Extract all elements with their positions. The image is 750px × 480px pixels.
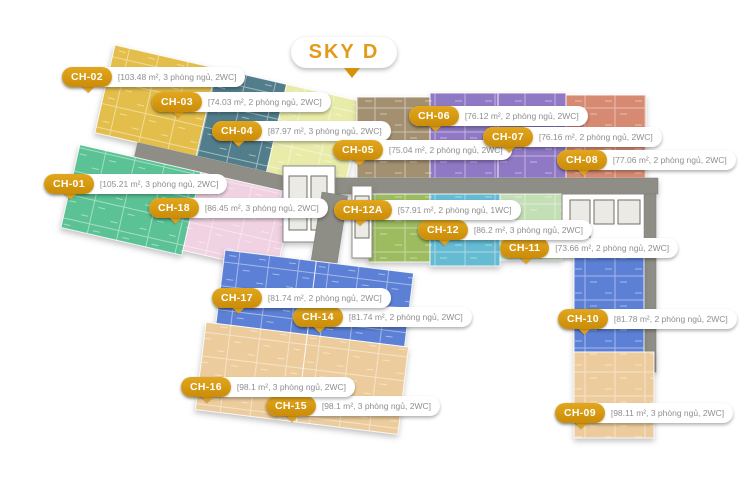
unit-label-CH-16[interactable]: CH-16 [98.1 m², 3 phòng ngủ, 2WC] [181,377,355,403]
unit-badge[interactable]: CH-05 [333,140,383,160]
unit-label-CH-02[interactable]: CH-02 [103.48 m², 3 phòng ngủ, 2WC] [62,67,246,93]
unit-info: [103.48 m², 3 phòng ngủ, 2WC] [117,72,237,82]
unit-shape-CH-01[interactable] [60,144,202,256]
unit-badge[interactable]: CH-16 [181,377,231,397]
unit-badge[interactable]: CH-04 [212,121,262,141]
unit-badge[interactable]: CH-14 [293,307,343,327]
unit-label-CH-17[interactable]: CH-17 [81.74 m², 2 phòng ngủ, 2WC] [212,288,391,314]
unit-shape-CH-10[interactable] [573,255,645,353]
unit-info: [81.74 m², 2 phòng ngủ, 2WC] [348,312,463,322]
unit-label-CH-05[interactable]: CH-05 [75.04 m², 2 phòng ngủ, 2WC] [333,140,512,166]
corridor-main [287,177,659,195]
unit-info: [77.06 m², 2 phòng ngủ, 2WC] [612,155,727,165]
wing-right [573,255,655,439]
unit-badge[interactable]: CH-10 [558,309,608,329]
unit-label-CH-09[interactable]: CH-09 [98.11 m², 3 phòng ngủ, 2WC] [555,403,734,429]
unit-info: [105.21 m², 3 phòng ngủ, 2WC] [99,179,219,189]
unit-label-CH-11[interactable]: CH-11 [73.66 m², 2 phòng ngủ, 2WC] [500,238,679,264]
unit-info: [87.97 m², 3 phòng ngủ, 2WC] [267,126,382,136]
unit-badge[interactable]: CH-01 [44,174,94,194]
unit-badge[interactable]: CH-12A [334,200,392,220]
unit-label-CH-03[interactable]: CH-03 [74.03 m², 2 phòng ngủ, 2WC] [152,92,331,118]
unit-label-CH-10[interactable]: CH-10 [81.78 m², 2 phòng ngủ, 2WC] [558,309,737,335]
unit-info: [98.1 m², 3 phòng ngủ, 2WC] [236,382,346,392]
unit-badge[interactable]: CH-11 [500,238,550,258]
title-pointer-icon [344,68,360,78]
unit-shape-CH-09[interactable] [573,351,655,439]
unit-label-CH-06[interactable]: CH-06 [76.12 m², 2 phòng ngủ, 2WC] [409,106,588,132]
unit-label-CH-12[interactable]: CH-12 [86.2 m², 3 phòng ngủ, 2WC] [418,220,592,246]
unit-label-CH-14[interactable]: CH-14 [81.74 m², 2 phòng ngủ, 2WC] [293,307,472,333]
project-title-bubble: SKY D [291,37,397,68]
unit-info: [74.03 m², 2 phòng ngủ, 2WC] [207,97,322,107]
unit-info: [76.16 m², 2 phòng ngủ, 2WC] [538,132,653,142]
unit-info: [81.74 m², 2 phòng ngủ, 2WC] [267,293,382,303]
unit-info: [73.66 m², 2 phòng ngủ, 2WC] [555,243,670,253]
unit-info: [86.2 m², 3 phòng ngủ, 2WC] [473,225,583,235]
unit-label-CH-07[interactable]: CH-07 [76.16 m², 2 phòng ngủ, 2WC] [483,127,662,153]
unit-info: [86.45 m², 3 phòng ngủ, 2WC] [204,203,319,213]
unit-label-CH-18[interactable]: CH-18 [86.45 m², 3 phòng ngủ, 2WC] [149,198,328,224]
corridor-right [643,193,657,373]
unit-info: [98.1 m², 3 phòng ngủ, 2WC] [321,401,431,411]
unit-info: [75.04 m², 2 phòng ngủ, 2WC] [388,145,503,155]
unit-info: [57.91 m², 2 phòng ngủ, 1WC] [397,205,512,215]
unit-info: [81.78 m², 2 phòng ngủ, 2WC] [613,314,728,324]
unit-badge[interactable]: CH-15 [266,396,316,416]
unit-badge[interactable]: CH-12 [418,220,468,240]
unit-info: [98.11 m², 3 phòng ngủ, 2WC] [610,408,725,418]
unit-badge[interactable]: CH-18 [149,198,199,218]
unit-label-CH-04[interactable]: CH-04 [87.97 m², 3 phòng ngủ, 2WC] [212,121,391,147]
unit-label-CH-01[interactable]: CH-01 [105.21 m², 3 phòng ngủ, 2WC] [44,174,228,200]
project-title: SKY D [308,41,380,63]
unit-label-CH-08[interactable]: CH-08 [77.06 m², 2 phòng ngủ, 2WC] [557,150,736,176]
unit-badge[interactable]: CH-03 [152,92,202,112]
unit-badge[interactable]: CH-02 [62,67,112,87]
unit-badge[interactable]: CH-06 [409,106,459,126]
unit-badge[interactable]: CH-17 [212,288,262,308]
unit-info: [76.12 m², 2 phòng ngủ, 2WC] [464,111,579,121]
unit-badge[interactable]: CH-07 [483,127,533,147]
unit-label-CH-15[interactable]: CH-15 [98.1 m², 3 phòng ngủ, 2WC] [266,396,440,422]
unit-label-CH-12A[interactable]: CH-12A [57.91 m², 2 phòng ngủ, 1WC] [334,200,521,226]
unit-badge[interactable]: CH-08 [557,150,607,170]
unit-badge[interactable]: CH-09 [555,403,605,423]
